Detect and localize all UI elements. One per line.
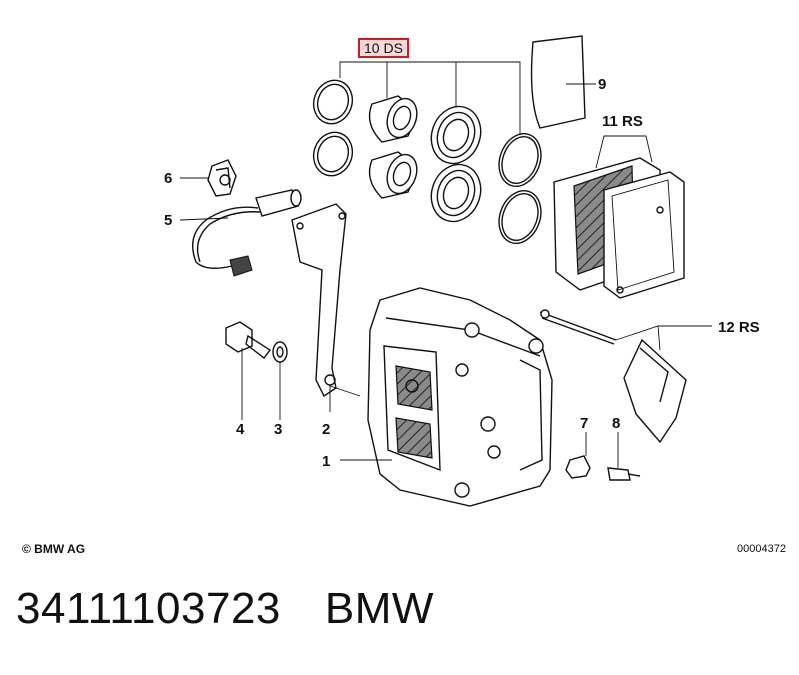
copyright-notice: © BMW AG <box>22 542 86 556</box>
callout-1: 1 <box>322 453 331 470</box>
part-number: 34111103723 <box>16 584 281 633</box>
washer-part <box>272 341 288 363</box>
drawing-number: 00004372 <box>737 543 786 555</box>
callout-4: 4 <box>236 421 245 438</box>
sensor-clip-part <box>207 159 237 197</box>
seal-ring-part <box>312 79 354 177</box>
callout-9: 9 <box>598 76 607 93</box>
callout-5: 5 <box>164 212 173 229</box>
caliper-housing-part <box>367 287 553 507</box>
callout-7: 7 <box>580 415 589 432</box>
callout-10-ds: 10 DS <box>358 38 409 58</box>
brake-pad-part <box>553 157 685 299</box>
callout-12-rs: 12 RS <box>718 319 760 336</box>
pin-spring-part <box>539 309 687 444</box>
dust-boot-part <box>430 105 482 223</box>
mounting-bracket-part <box>291 203 347 398</box>
callout-3: 3 <box>274 421 283 438</box>
callout-8: 8 <box>612 415 621 432</box>
callout-11-rs: 11 RS <box>602 113 643 130</box>
callout-2: 2 <box>322 421 331 438</box>
brand-name: BMW <box>324 584 434 633</box>
retaining-ring-part <box>498 133 542 244</box>
bleeder-valve-part <box>607 467 641 481</box>
shim-part <box>530 35 586 129</box>
piston-part <box>368 95 418 199</box>
callout-6: 6 <box>164 170 173 187</box>
bleed-cap-part <box>565 455 591 479</box>
part-caption: 34111103723 BMW <box>16 584 434 634</box>
wear-sensor-part <box>192 189 302 277</box>
bolt-part <box>225 321 272 359</box>
